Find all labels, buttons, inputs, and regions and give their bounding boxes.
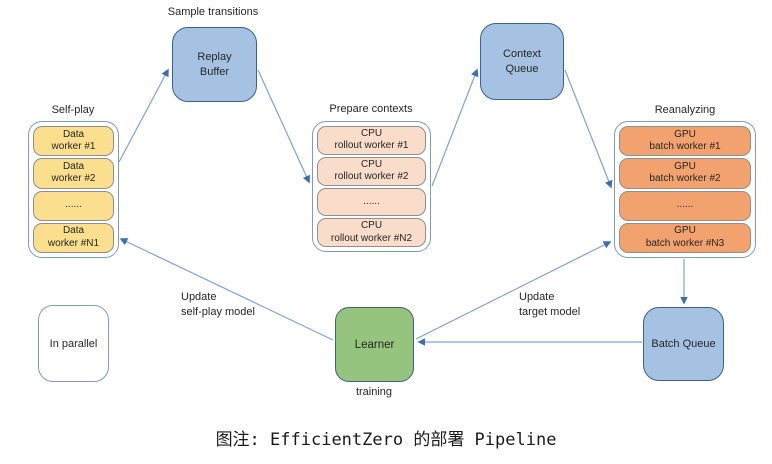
worker-label: Data [62,225,85,237]
node-replay-buffer: Replay Buffer [172,27,257,102]
worker-label: ...... [65,199,82,211]
arrow-cpu-workers-to-context-queue [431,68,479,187]
worker-box: ...... [33,190,114,221]
worker-label: CPU [360,220,383,232]
node-in-parallel: In parallel [38,305,109,382]
label-training: training [355,386,393,398]
worker-label: Data [62,160,85,172]
worker-label: GPU [674,128,696,140]
node-learner: Learner [335,307,414,382]
worker-label: rollout worker #N2 [330,232,413,244]
arrow-replay-buffer-to-cpu-workers [257,69,310,184]
worker-label: rollout worker #2 [334,171,409,183]
arrow-dataworkers-to-replay-buffer [118,68,169,163]
worker-label: worker #N1 [47,237,100,249]
worker-label: Data [62,128,85,140]
label-prepare-contexts: Prepare contexts [329,103,413,115]
worker-label: CPU [360,127,383,139]
worker-label: CPU [360,158,383,170]
label-update-selfplay-model: Update self-play model [181,290,255,320]
arrow-context-queue-to-gpu-workers [564,69,613,189]
label-update-target-line1: Update [519,291,555,303]
worker-box: ...... [619,190,751,221]
worker-label: ...... [363,195,380,207]
worker-box: ...... [317,187,426,217]
worker-label: batch worker #2 [649,173,721,185]
caption: 图注: EfficientZero 的部署 Pipeline [215,430,557,450]
node-batch-queue: Batch Queue [643,307,724,381]
worker-label: ...... [676,199,694,211]
label-update-selfplay-line1: Update [181,291,217,303]
label-self-play: Self-play [51,104,95,116]
worker-label: worker #2 [51,173,96,185]
label-update-selfplay-line2: self-play model [181,305,255,318]
label-update-target-model: Update target model [519,290,580,320]
worker-label: batch worker #N3 [645,237,725,249]
label-reanalyzing: Reanalyzing [654,104,716,116]
label-update-target-line2: target model [519,305,581,318]
worker-label: GPU [674,160,696,172]
arrow-learner-to-gpu-workers [415,241,612,340]
worker-label: batch worker #1 [649,141,721,153]
worker-label: worker #1 [51,141,96,153]
worker-label: rollout worker #1 [334,140,409,152]
node-context-queue: Context Queue [480,23,564,100]
worker-label: GPU [674,225,696,237]
label-sample-transitions: Sample transitions [167,6,259,18]
